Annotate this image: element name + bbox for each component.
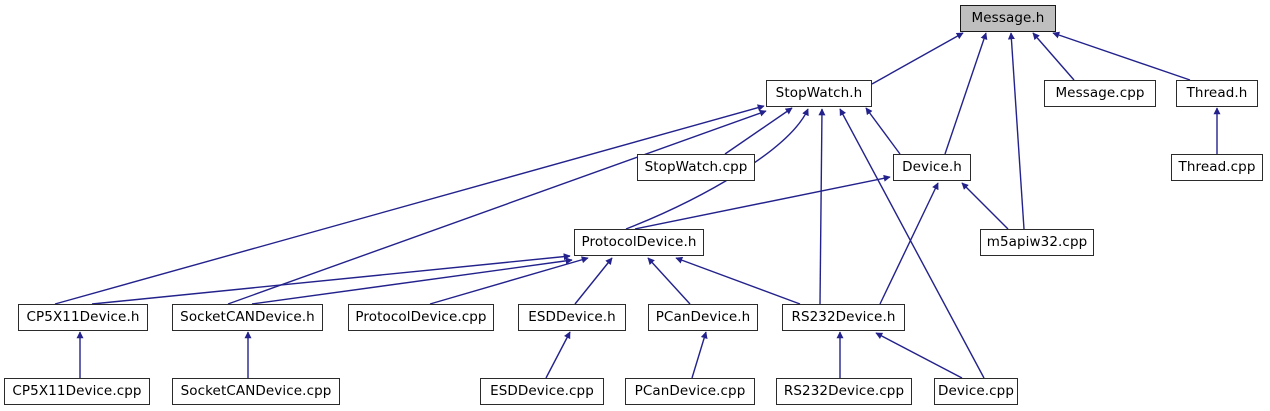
node-esddevice_cpp[interactable]: ESDDevice.cpp — [480, 378, 604, 405]
node-label: ESDDevice.h — [528, 308, 616, 325]
node-message_cpp[interactable]: Message.cpp — [1044, 80, 1156, 107]
node-label: CP5X11Device.cpp — [12, 382, 142, 399]
node-label: StopWatch.cpp — [644, 158, 748, 175]
node-label: Device.cpp — [937, 382, 1015, 399]
node-cp5x11device_h[interactable]: CP5X11Device.h — [18, 304, 148, 331]
node-label: StopWatch.h — [775, 84, 863, 101]
node-thread_cpp[interactable]: Thread.cpp — [1171, 154, 1263, 181]
edge-device_cpp-to-rs232device_h — [875, 332, 963, 379]
node-socketcandevice_h[interactable]: SocketCANDevice.h — [172, 304, 323, 331]
node-label: RS232Device.h — [791, 308, 896, 325]
node-rs232device_cpp[interactable]: RS232Device.cpp — [776, 378, 912, 405]
edge-esddevice_cpp-to-esddevice_h — [545, 331, 571, 379]
node-protocoldevice_h[interactable]: ProtocolDevice.h — [574, 229, 704, 256]
node-esddevice_h[interactable]: ESDDevice.h — [518, 304, 626, 331]
node-label: Message.h — [971, 9, 1045, 26]
node-m5apiw32_cpp[interactable]: m5apiw32.cpp — [980, 229, 1094, 256]
edge-device_cpp-to-stopwatch_h — [839, 108, 985, 379]
node-label: PCanDevice.cpp — [634, 382, 746, 399]
edge-m5apiw32_cpp-to-device_h — [961, 182, 1009, 230]
edge-pcandevice_h-to-protocoldevice_h — [647, 257, 691, 305]
node-label: ProtocolDevice.h — [581, 233, 697, 250]
node-label: Device.h — [902, 158, 962, 175]
edge-stopwatch_h-to-message_h — [871, 32, 964, 85]
edge-rs232device_h-to-stopwatch_h — [818, 108, 826, 305]
edge-device_h-to-stopwatch_h — [865, 107, 901, 155]
node-label: Thread.cpp — [1178, 158, 1256, 175]
edge-protocoldevice_h-to-device_h — [634, 174, 891, 230]
node-pcandevice_cpp[interactable]: PCanDevice.cpp — [625, 378, 755, 405]
node-stopwatch_h[interactable]: StopWatch.h — [766, 80, 872, 107]
node-protocoldevice_cpp[interactable]: ProtocolDevice.cpp — [348, 304, 494, 331]
edge-pcandevice_cpp-to-pcandevice_h — [691, 331, 708, 379]
edge-protocoldevice_cpp-to-protocoldevice_h — [429, 256, 589, 305]
node-label: Message.cpp — [1055, 84, 1145, 101]
edge-message_cpp-to-message_h — [1032, 32, 1075, 81]
node-rs232device_h[interactable]: RS232Device.h — [782, 304, 905, 331]
edge-rs232device_h-to-protocoldevice_h — [675, 256, 801, 305]
node-pcandevice_h[interactable]: PCanDevice.h — [648, 304, 758, 331]
node-label: SocketCANDevice.h — [180, 308, 315, 325]
node-message_h[interactable]: Message.h — [960, 5, 1056, 32]
node-label: PCanDevice.h — [655, 308, 751, 325]
edge-cp5x11device_h-to-stopwatch_h — [54, 104, 765, 305]
edge-thread_h-to-message_h — [1052, 31, 1191, 81]
edge-m5apiw32_cpp-to-message_h — [1007, 32, 1025, 230]
node-label: RS232Device.cpp — [783, 382, 905, 399]
edge-socketcandevice_h-to-stopwatch_h — [227, 109, 767, 305]
node-thread_h[interactable]: Thread.h — [1176, 80, 1258, 107]
node-device_h[interactable]: Device.h — [893, 154, 971, 181]
node-device_cpp[interactable]: Device.cpp — [934, 378, 1018, 405]
node-label: Thread.h — [1186, 84, 1248, 101]
node-label: CP5X11Device.h — [26, 308, 140, 325]
edge-socketcandevice_h-to-protocoldevice_h — [251, 257, 573, 305]
edge-stopwatch_cpp-to-stopwatch_h — [724, 107, 793, 155]
node-label: ProtocolDevice.cpp — [355, 308, 487, 325]
node-label: ESDDevice.cpp — [490, 382, 594, 399]
node-stopwatch_cpp[interactable]: StopWatch.cpp — [637, 154, 755, 181]
edge-rs232device_h-to-device_h — [879, 182, 939, 305]
node-label: m5apiw32.cpp — [986, 233, 1088, 250]
node-label: SocketCANDevice.cpp — [180, 382, 332, 399]
edge-device_h-to-message_h — [944, 32, 988, 155]
node-socketcandevice_cpp[interactable]: SocketCANDevice.cpp — [172, 378, 340, 405]
node-cp5x11device_cpp[interactable]: CP5X11Device.cpp — [4, 378, 150, 405]
edge-esddevice_h-to-protocoldevice_h — [574, 257, 613, 305]
edge-cp5x11device_h-to-protocoldevice_h — [91, 253, 571, 305]
